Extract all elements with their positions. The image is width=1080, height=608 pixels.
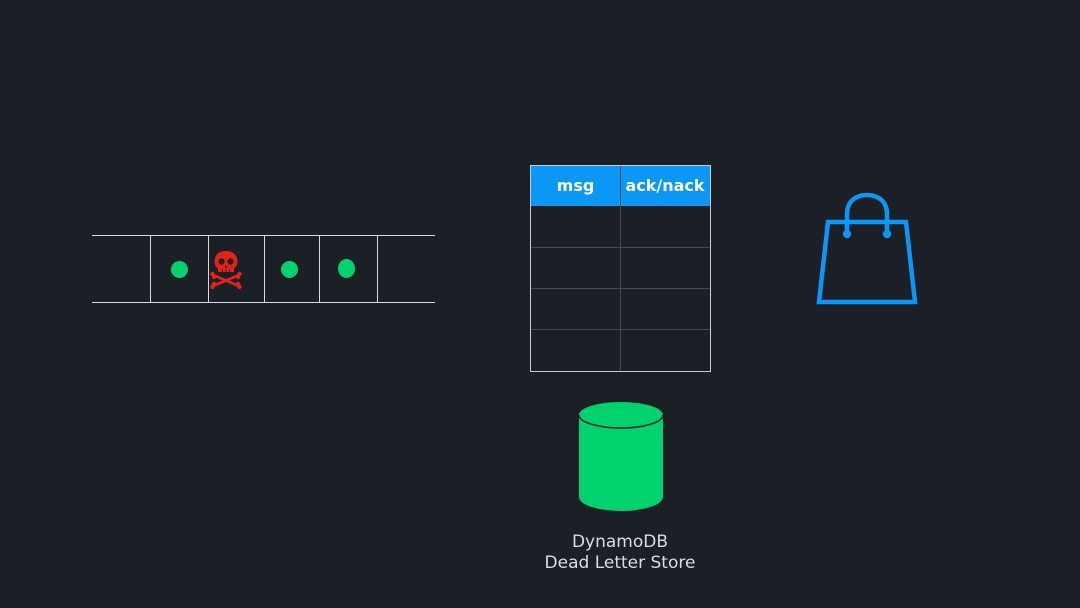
queue-slot-divider (208, 236, 209, 302)
table-row-divider (531, 247, 710, 248)
ack-tracking-table: msg ack/nack (530, 165, 711, 372)
queue-slot-divider (377, 236, 378, 302)
column-header-ack-nack: ack/nack (625, 176, 705, 195)
queue-slot-divider (264, 236, 265, 302)
dead-letter-store-label: DynamoDB Dead Letter Store (520, 532, 720, 574)
db-label-line2: Dead Letter Store (544, 553, 696, 573)
queue-message-dot (171, 261, 188, 278)
queue-message-dot (281, 261, 298, 278)
queue-message-dot (338, 259, 355, 278)
queue-slot-divider (150, 236, 151, 302)
column-header-msg: msg (556, 176, 595, 195)
table-row-divider (531, 288, 710, 289)
queue-slot-divider (319, 236, 320, 302)
skull-and-crossbones-icon (210, 251, 242, 290)
database-cylinder-icon (578, 402, 664, 511)
table-row-divider (531, 329, 710, 330)
column-divider (620, 166, 621, 371)
db-label-line1: DynamoDB (571, 532, 669, 552)
message-queue (92, 235, 435, 303)
shopping-bag-icon (816, 192, 918, 305)
